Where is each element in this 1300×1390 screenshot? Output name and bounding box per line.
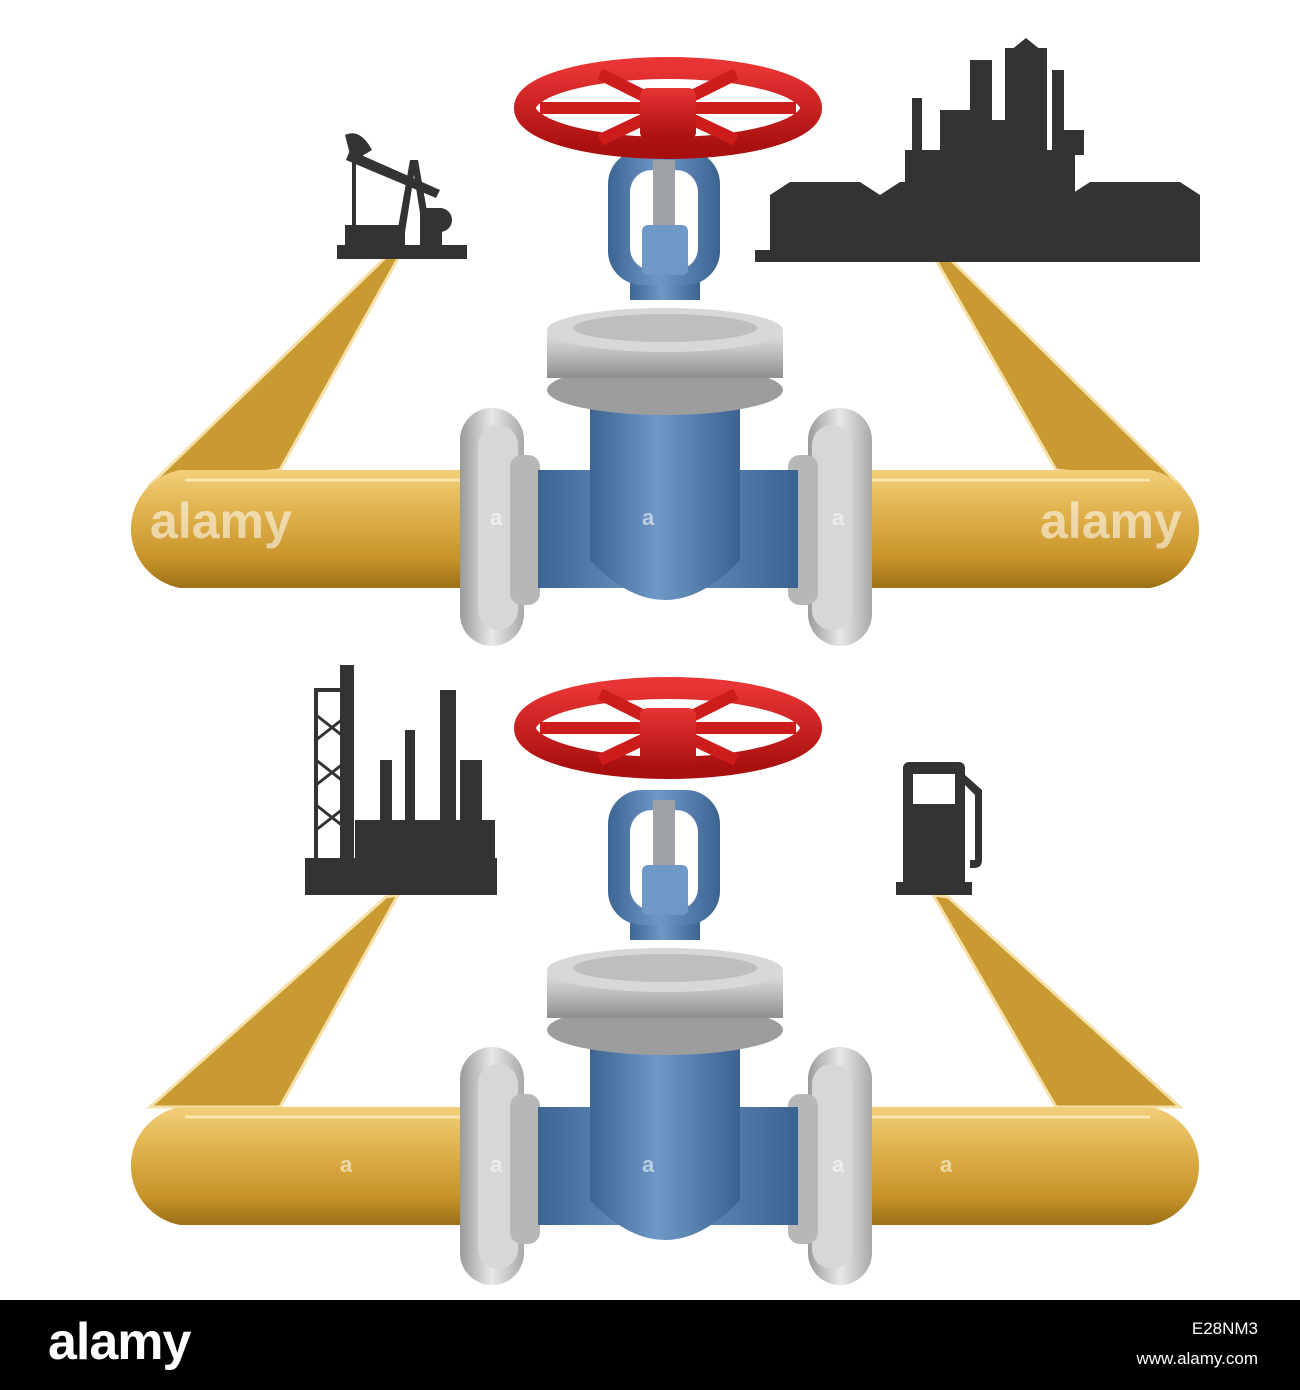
bottom-right-flange — [788, 1047, 872, 1285]
refinery-icon — [755, 38, 1200, 262]
top-handwheel — [514, 57, 822, 159]
watermark-small: a — [490, 1152, 503, 1177]
top-right-flange — [788, 408, 872, 646]
top-pipeline-assembly: alamy alamy a a a — [130, 38, 1200, 646]
top-left-flange — [460, 408, 540, 646]
watermark-small: a — [642, 1152, 655, 1177]
industrial-plant-icon — [305, 665, 497, 895]
bottom-left-flange — [460, 1047, 540, 1285]
watermark-small: a — [832, 505, 845, 530]
fuel-pump-icon — [896, 762, 982, 895]
pipeline-valve-illustration: alamy alamy a a a — [130, 38, 1200, 1285]
bottom-pipeline-assembly: a a a a a — [130, 665, 1200, 1285]
footer-site: www.alamy.com — [1136, 1349, 1258, 1368]
oil-pump-jack-icon — [337, 133, 467, 259]
watermark-top-left: alamy — [150, 493, 292, 549]
watermark-small: a — [832, 1152, 845, 1177]
footer-bar: alamy E28NM3 www.alamy.com — [0, 1300, 1300, 1390]
watermark-small: a — [642, 505, 655, 530]
bottom-handwheel — [514, 677, 822, 779]
watermark-top-right: alamy — [1040, 493, 1182, 549]
footer-brand-logo: alamy — [48, 1313, 191, 1371]
watermark-small: a — [490, 505, 503, 530]
watermark-small: a — [940, 1152, 953, 1177]
top-gate-valve — [538, 150, 798, 600]
bottom-gate-valve — [538, 790, 798, 1240]
footer-image-id: E28NM3 — [1191, 1319, 1258, 1338]
footer-info: E28NM3 www.alamy.com — [1136, 1314, 1258, 1374]
watermark-small: a — [340, 1152, 353, 1177]
